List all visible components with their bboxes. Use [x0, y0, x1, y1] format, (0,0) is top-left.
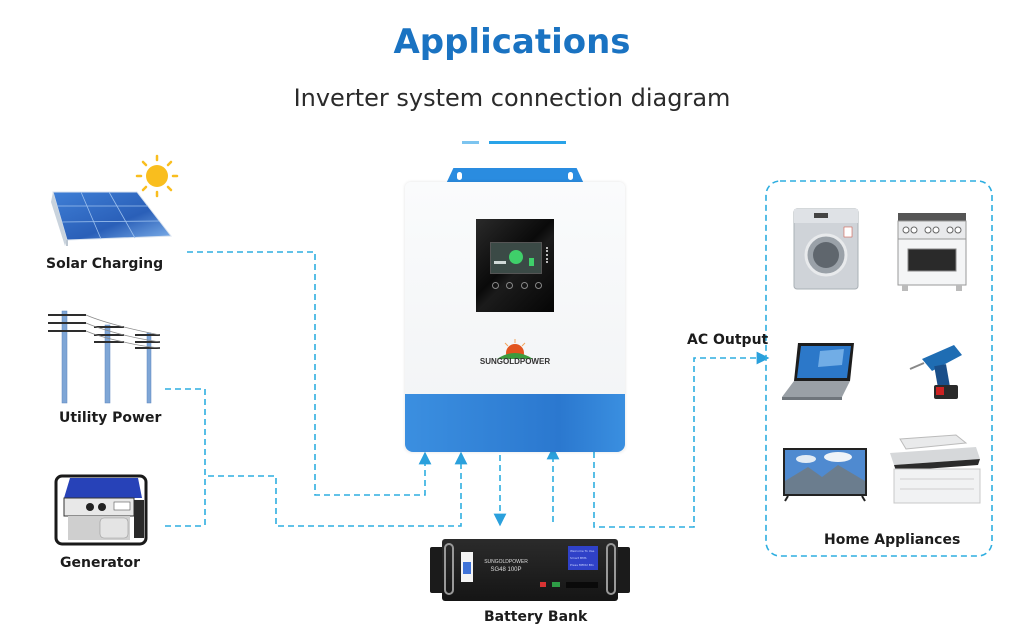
appliances-grid: Home Appliances — [766, 181, 992, 556]
source-utility: Utility Power — [40, 305, 170, 430]
source-label-generator: Generator — [60, 555, 141, 571]
source-label-utility: Utility Power — [59, 410, 162, 426]
stove-icon — [897, 213, 967, 291]
inverter: SUNGOLDPOWER — [405, 168, 625, 453]
inverter-button[interactable] — [506, 282, 514, 289]
drill-icon — [909, 345, 962, 399]
grid-connector — [208, 451, 468, 527]
inverter-body: SUNGOLDPOWER — [405, 182, 625, 452]
inverter-bracket — [445, 168, 585, 186]
inverter-lcd-screen — [490, 242, 542, 274]
source-generator: Generator — [50, 468, 160, 578]
battery-breaker[interactable] — [461, 552, 473, 582]
washing-machine-icon — [793, 208, 859, 290]
battery-lcd-line: Press MENU Btn — [570, 563, 594, 567]
battery-label: Battery Bank — [484, 609, 588, 625]
battery-rack-icon: SUNGOLDPOWER SG48 100P Welcome To Use Sm… — [430, 537, 630, 601]
source-solar: Solar Charging — [40, 152, 190, 277]
printer-icon — [890, 434, 981, 504]
battery-lcd-line: Welcome To Use — [570, 549, 595, 553]
battery-model: SG48 100P — [490, 567, 522, 573]
battery-lcd-line: Smart BMS — [570, 556, 587, 560]
page-subtitle: Inverter system connection diagram — [293, 84, 731, 112]
inverter-display-panel — [476, 219, 554, 312]
inverter-button[interactable] — [492, 282, 499, 289]
inverter-button[interactable] — [520, 282, 528, 289]
laptop-icon — [782, 343, 854, 400]
utility-connector — [165, 388, 206, 526]
inverter-buttons — [492, 282, 542, 290]
battery-lcd: Welcome To Use Smart BMS Press MENU Btn — [568, 546, 598, 570]
battery-bank: SUNGOLDPOWER SG48 100P Welcome To Use Sm… — [430, 537, 630, 637]
ac-output-label: AC Output — [687, 332, 769, 348]
battery-brand: SUNGOLDPOWER — [484, 559, 528, 565]
solar-connector — [187, 251, 432, 496]
utility-pole-icon — [48, 310, 161, 404]
appliances-label: Home Appliances — [824, 532, 961, 548]
inverter-button[interactable] — [534, 282, 542, 289]
solar-panel-icon — [51, 191, 172, 246]
tv-icon — [783, 448, 867, 502]
inverter-brand: SUNGOLDPOWER — [479, 357, 551, 366]
generator-icon — [54, 474, 148, 546]
inverter-bottom-panel — [405, 394, 625, 452]
sun-icon — [135, 154, 179, 198]
title-divider — [462, 141, 566, 144]
sungold-logo-icon — [497, 339, 533, 359]
source-label-solar: Solar Charging — [46, 256, 164, 272]
page-title: Applications — [393, 22, 631, 62]
